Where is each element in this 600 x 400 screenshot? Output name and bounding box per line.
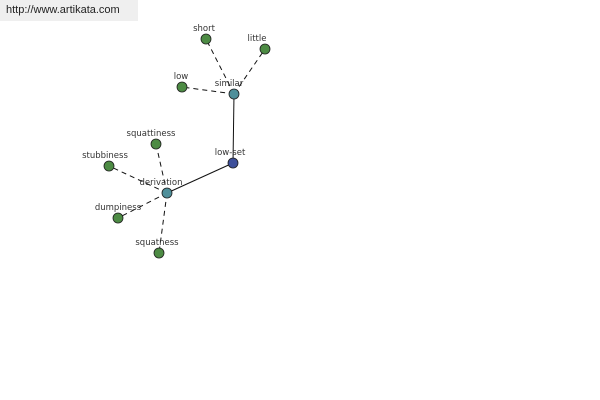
node-little[interactable]: little [248, 34, 271, 55]
node-label-dumpiness: dumpiness [95, 203, 142, 213]
node-low-set[interactable]: low-set [215, 148, 246, 169]
edge-low-set-derivation [166, 162, 234, 194]
node-derivation[interactable]: derivation [139, 178, 183, 199]
edge-similar-short [205, 38, 235, 95]
node-stubbiness[interactable]: stubbiness [82, 151, 128, 172]
node-label-similar: similar [215, 79, 244, 89]
node-dot-squatness[interactable] [153, 247, 165, 259]
node-dot-low[interactable] [176, 81, 188, 93]
edge-similar-little [233, 48, 266, 95]
node-squatness[interactable]: squatness [135, 238, 179, 259]
node-label-low-set: low-set [215, 148, 246, 158]
node-label-low: low [174, 72, 189, 82]
node-label-squatness: squatness [135, 238, 179, 248]
node-dot-low-set[interactable] [227, 157, 239, 169]
edge-derivation-stubbiness [108, 165, 168, 194]
node-short[interactable]: short [193, 24, 216, 45]
nodes-layer: low-set similar derivation short little low sq… [82, 24, 271, 259]
node-dot-dumpiness[interactable] [112, 212, 124, 224]
node-dot-short[interactable] [200, 33, 212, 45]
node-dot-little[interactable] [259, 43, 271, 55]
edges-layer [108, 38, 266, 254]
edge-derivation-dumpiness [117, 192, 168, 219]
node-dot-squattiness[interactable] [150, 138, 162, 150]
node-label-little: little [248, 34, 267, 44]
node-dumpiness[interactable]: dumpiness [95, 203, 142, 224]
node-similar[interactable]: similar [215, 79, 244, 100]
node-label-short: short [193, 24, 216, 34]
node-low[interactable]: low [174, 72, 189, 93]
node-dot-derivation[interactable] [161, 187, 173, 199]
node-dot-similar[interactable] [228, 88, 240, 100]
node-squattiness[interactable]: squattiness [127, 129, 176, 150]
edge-derivation-squatness [158, 192, 168, 254]
node-label-squattiness: squattiness [127, 129, 176, 139]
node-label-stubbiness: stubbiness [82, 151, 128, 161]
site-url-banner[interactable]: http://www.artikata.com [0, 0, 138, 21]
edge-low-set-similar [232, 93, 235, 164]
node-label-derivation: derivation [139, 178, 182, 188]
node-dot-stubbiness[interactable] [103, 160, 115, 172]
